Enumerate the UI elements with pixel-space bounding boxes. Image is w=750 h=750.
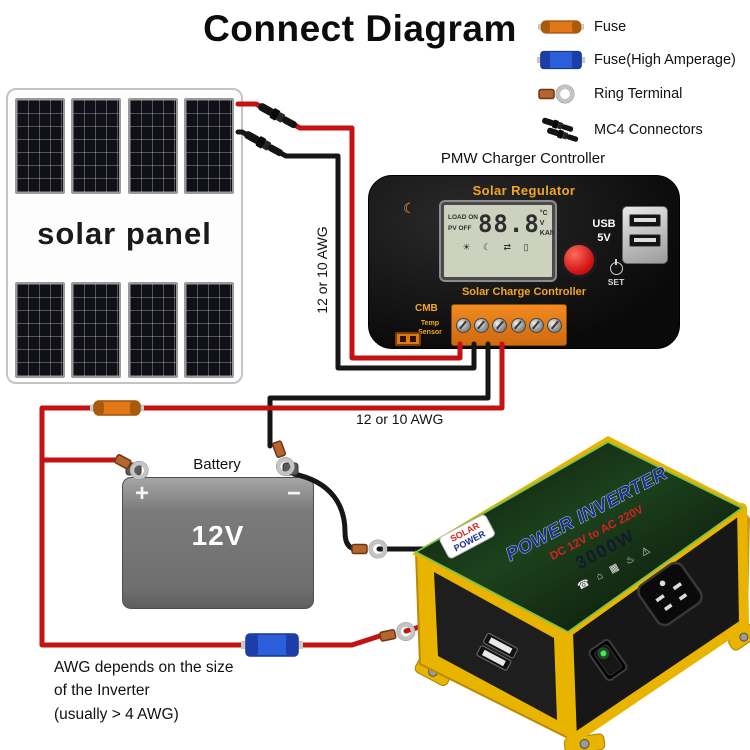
lcd-display: LOAD ON PV OFF 88.8 °C V KAh ☀ ☾ ⇄ ▯ xyxy=(441,202,555,280)
legend-item-label: Fuse xyxy=(594,19,627,35)
usb-ports xyxy=(622,206,668,264)
terminal-screw xyxy=(510,317,526,333)
legend-item-ring-terminal: Ring Terminal xyxy=(536,82,736,106)
ac-outlet xyxy=(637,561,703,627)
battery-positive-sign: + xyxy=(135,480,150,507)
solar-cell xyxy=(71,282,122,378)
inverter-top-panel xyxy=(414,440,744,634)
set-button xyxy=(561,242,597,278)
high-amperage-fuse xyxy=(240,633,304,657)
power-inverter: SOLAR POWER POWER INVERTER DC 12V to AC … xyxy=(412,436,750,750)
power-set-label: SET xyxy=(603,262,629,287)
inverter-positive-wire xyxy=(295,631,389,648)
controller-brand: Solar Regulator xyxy=(472,183,576,198)
mc4-connector xyxy=(242,128,286,159)
ring-terminal-icon xyxy=(536,82,586,106)
awg-vertical-label: 12 or 10 AWG xyxy=(314,226,330,314)
temp-sensor-connector xyxy=(395,332,421,346)
solar-panel-row xyxy=(15,98,234,194)
solar-cell xyxy=(183,282,234,378)
usb-label: USB 5V xyxy=(592,218,616,244)
lcd-load-status: LOAD ON xyxy=(448,214,478,222)
lcd-unit-volt: V xyxy=(539,219,545,227)
legend-item-fuse-high: Fuse(High Amperage) xyxy=(536,49,736,71)
battery: + − 12V xyxy=(122,477,314,609)
controller-subtitle: Solar Charge Controller xyxy=(461,286,587,298)
lcd-mode-icons: ☀ ☾ ⇄ ▯ xyxy=(462,242,534,253)
terminal-screw xyxy=(473,317,489,333)
set-label: SET xyxy=(607,277,625,287)
terminal-screw xyxy=(492,317,508,333)
legend-item-label: Ring Terminal xyxy=(594,86,683,102)
solar-cell xyxy=(15,98,65,194)
solar-cell xyxy=(127,282,178,378)
fuse-icon xyxy=(537,20,585,34)
lcd-pv-status: PV OFF xyxy=(448,224,472,232)
legend-item-fuse: Fuse xyxy=(536,16,736,38)
solar-cell xyxy=(127,98,178,194)
ring-terminal xyxy=(352,540,387,558)
lcd-value: 88.8 xyxy=(477,209,540,238)
high-amperage-fuse-icon xyxy=(536,50,586,70)
awg-note: AWG depends on the size of the Inverter … xyxy=(54,659,234,723)
solar-cell xyxy=(183,98,234,194)
battery-voltage: 12V xyxy=(191,520,245,551)
page-title: Connect Diagram xyxy=(203,8,517,49)
inverter-logo-badge xyxy=(439,514,495,559)
legend-item-label: MC4 Connectors xyxy=(594,122,703,138)
usb-port xyxy=(629,214,661,227)
battery-negative-sign: − xyxy=(286,480,301,507)
power-switch xyxy=(588,638,628,682)
legend: Fuse Fuse(High Amperage) Ring Terminal M… xyxy=(536,16,736,154)
legend-item-label: Fuse(High Amperage) xyxy=(594,52,736,68)
terminal-screw xyxy=(455,317,471,333)
solar-panel-row xyxy=(15,282,234,378)
moon-icon: ☾ xyxy=(403,200,416,216)
controller-heading: PMW Charger Controller xyxy=(440,150,606,167)
usb-port xyxy=(629,234,661,247)
lcd-unit-celsius: °C xyxy=(539,210,548,217)
solar-panel-label: solar panel xyxy=(37,216,212,251)
solar-panel: solar panel xyxy=(6,88,243,384)
inline-fuse xyxy=(89,400,145,416)
terminal-screw xyxy=(528,317,544,333)
solar-cell xyxy=(71,98,122,194)
usb-ports xyxy=(476,632,518,671)
legend-item-mc4: MC4 Connectors xyxy=(536,117,736,143)
terminal-block xyxy=(451,304,567,346)
mc4-connectors-icon xyxy=(541,117,580,143)
battery-heading: Battery xyxy=(193,456,241,473)
solar-cell xyxy=(15,282,65,378)
lcd-unit-kah: KAh xyxy=(539,229,555,237)
mc4-connector xyxy=(256,100,300,131)
charge-controller: Solar Regulator ☾ LOAD ON PV OFF 88.8 °C… xyxy=(368,175,680,349)
power-icon xyxy=(609,262,623,275)
terminal-screw xyxy=(547,317,563,333)
controller-model: CMB xyxy=(415,303,438,314)
